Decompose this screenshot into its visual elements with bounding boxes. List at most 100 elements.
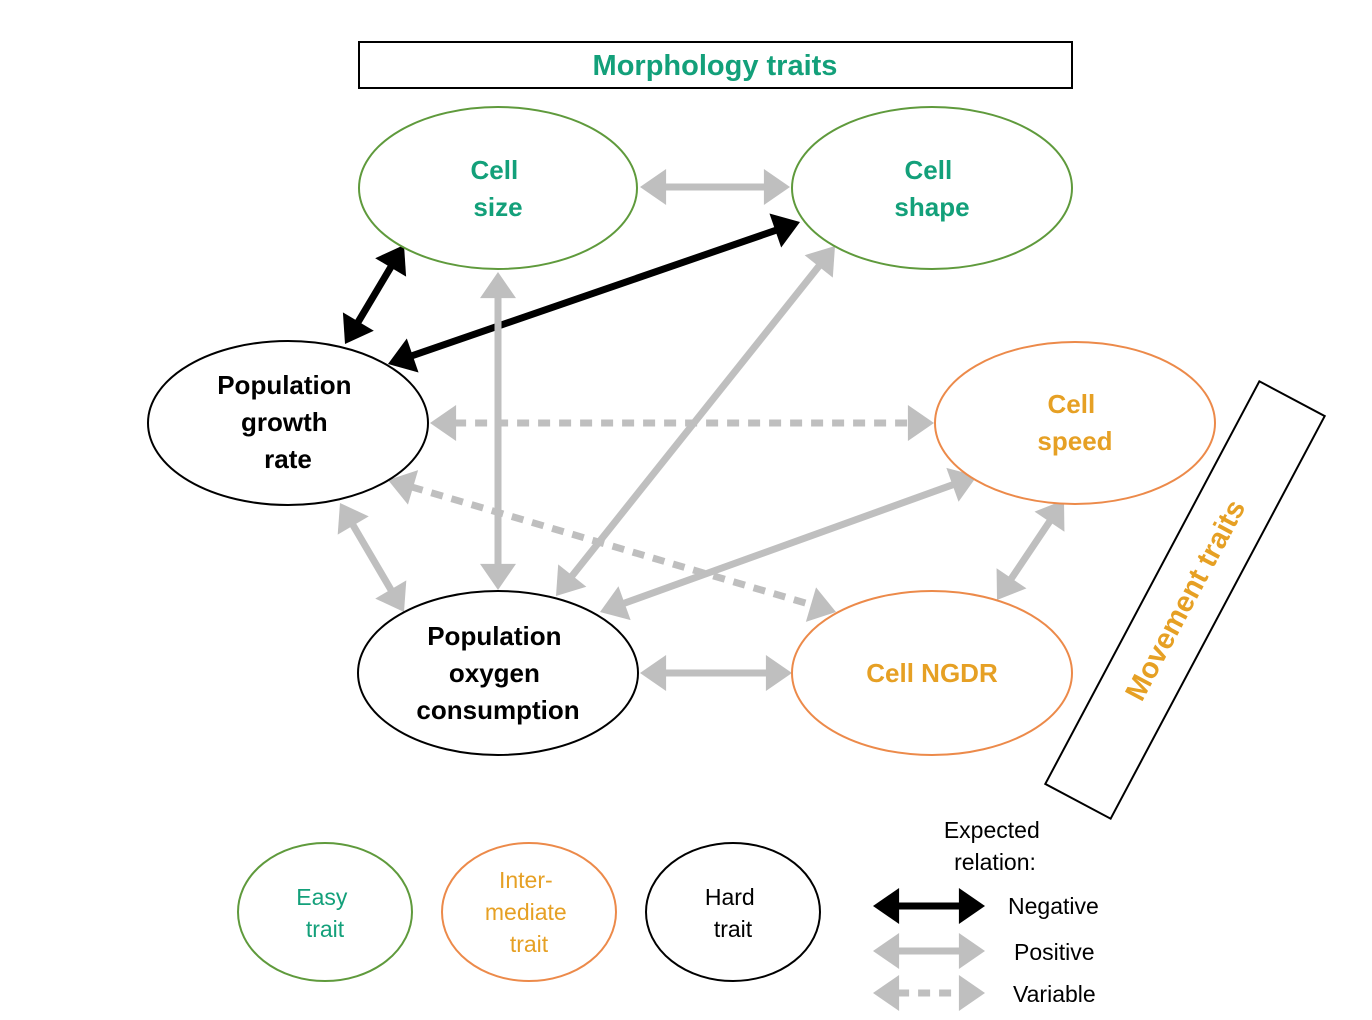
legend-easy-label-2: trait	[306, 916, 345, 942]
legend-easy-label-1: Easy	[296, 884, 348, 910]
cell-size-label-1: Cell	[471, 155, 519, 185]
svg-text:Expected relation:: Expected relation:	[944, 817, 1046, 875]
svg-text:Inter- mediate: Inter- mediate trait	[485, 867, 573, 957]
legend-intermediate-label-2: mediate	[485, 899, 567, 925]
legend-easy-ellipse	[237, 842, 413, 982]
legend-positive-arrow-head-end	[958, 933, 985, 969]
relation-arrow-growth-cell-shape	[388, 213, 800, 373]
morphology-traits-frame	[358, 41, 1073, 89]
legend-positive-label: Positive	[1014, 939, 1095, 965]
trait-nodes: Cell size Cell shape Population growth r…	[147, 106, 1216, 756]
relation-arrow-growth-oxygen-head-start	[337, 503, 369, 535]
node-population-oxygen-consumption: Population oxygen consumption	[357, 590, 639, 756]
morphology-traits-label: Morphology traits	[593, 50, 838, 82]
legend-negative-label: Negative	[1008, 893, 1099, 919]
relation-arrow-cell-speed-ngdr-head-start	[1034, 500, 1065, 532]
relation-arrow-oxygen-ngdr-head-end	[765, 655, 792, 691]
legend-variable-label: Variable	[1013, 981, 1096, 1007]
relation-arrow-growth-cell-speed-head-start	[430, 405, 457, 441]
relation-arrow-oxygen-cell-speed-shaft	[621, 480, 956, 608]
legend-variable-arrow-head-end	[958, 975, 985, 1011]
svg-text:Cell size: Cell size	[471, 155, 526, 222]
relation-arrow-growth-cell-shape-head-start	[388, 338, 419, 373]
svg-text:Cell shape: Cell shape	[894, 155, 969, 222]
svg-text:Easy trait: Easy trait	[296, 884, 354, 942]
movement-traits-frame	[1043, 379, 1327, 821]
relation-arrow-cell-size-cell-shape-head-end	[763, 169, 790, 205]
relation-arrow-oxygen-ngdr-head-start	[640, 655, 667, 691]
cell-size-label-2: size	[473, 192, 522, 222]
oxygen-consumption-ellipse	[357, 590, 639, 756]
movement-traits-label: Movement traits	[1120, 495, 1253, 706]
legend-variable-arrow-head-start	[873, 975, 900, 1011]
legend-relation-arrows	[873, 888, 985, 1011]
svg-text:Cell NGDR: Cell NGDR	[866, 658, 998, 688]
relation-arrows	[337, 169, 1065, 691]
cell-shape-label-1: Cell	[905, 155, 953, 185]
relation-arrow-cell-speed-ngdr	[996, 500, 1065, 600]
relation-arrow-growth-ngdr	[388, 470, 836, 622]
relation-arrow-growth-ngdr-head-start	[388, 470, 419, 505]
legend-negative-arrow-head-end	[958, 888, 985, 924]
relation-arrow-oxygen-ngdr	[640, 655, 792, 691]
svg-text:Hard trait: Hard trait	[705, 884, 761, 942]
relation-arrow-cell-size-oxygen	[480, 272, 516, 590]
legend-hard-label-1: Hard	[705, 884, 755, 910]
svg-text:Cell speed: Cell speed	[1037, 389, 1112, 456]
growth-rate-label-3: rate	[264, 444, 312, 474]
relation-arrow-growth-oxygen-shaft	[349, 522, 395, 593]
legend-intermediate-label-3: trait	[510, 931, 549, 957]
node-cell-size: Cell size	[358, 106, 638, 270]
cell-shape-label-2: shape	[894, 192, 969, 222]
relation-arrow-growth-ngdr-head-end	[805, 587, 836, 622]
oxygen-consumption-label-3: consumption	[416, 695, 579, 725]
relation-arrow-cell-speed-ngdr-shaft	[1007, 518, 1054, 582]
legend-negative-arrow	[873, 888, 985, 924]
oxygen-consumption-label-1: Population	[427, 621, 561, 651]
relation-arrow-growth-cell-speed	[430, 405, 934, 441]
legend-intermediate-trait: Inter- mediate trait	[441, 842, 617, 982]
legend-relation-title-1: Expected	[944, 817, 1040, 843]
legend-intermediate-ellipse	[441, 842, 617, 982]
growth-rate-ellipse	[147, 340, 429, 506]
legend-negative-arrow-head-start	[873, 888, 900, 924]
svg-text:Population oxygen: Population oxygen consumption	[416, 621, 579, 725]
cell-shape-ellipse	[791, 106, 1073, 270]
legend-trait-difficulty: Easy trait Inter- mediate trait Hard tra…	[237, 842, 821, 982]
legend-relation-title-2: relation:	[954, 849, 1036, 875]
node-cell-speed: Cell speed	[934, 341, 1216, 505]
relation-arrow-oxygen-cell-shape-head-end	[804, 246, 835, 278]
legend-intermediate-label-1: Inter-	[499, 867, 553, 893]
relation-arrow-cell-size-cell-shape	[640, 169, 790, 205]
relation-arrow-growth-cell-shape-head-end	[769, 213, 800, 248]
legend-variable-arrow	[873, 975, 985, 1011]
relation-arrow-growth-ngdr-shaft	[410, 483, 814, 609]
relation-arrow-growth-cell-speed-head-end	[907, 405, 934, 441]
growth-rate-label-1: Population	[217, 370, 351, 400]
relation-arrow-growth-cell-shape-shaft	[409, 226, 779, 360]
legend-easy-trait: Easy trait	[237, 842, 413, 982]
cell-speed-label-1: Cell	[1048, 389, 1096, 419]
cell-size-ellipse	[358, 106, 638, 270]
node-cell-shape: Cell shape	[791, 106, 1073, 270]
relation-arrow-cell-size-oxygen-head-start	[480, 272, 516, 299]
relation-arrow-cell-size-cell-shape-head-start	[640, 169, 667, 205]
relation-arrow-oxygen-cell-shape-head-start	[556, 564, 587, 596]
relation-arrow-growth-cell-size	[342, 245, 407, 344]
cell-ngdr-ellipse	[791, 590, 1073, 756]
relation-arrow-growth-oxygen-head-end	[375, 580, 407, 612]
svg-text:Population growth: Population growth rate	[217, 370, 359, 474]
legend-hard-ellipse	[645, 842, 821, 982]
cell-ngdr-label: Cell NGDR	[866, 658, 998, 688]
oxygen-consumption-label-2: oxygen	[449, 658, 540, 688]
legend-positive-arrow	[873, 933, 985, 969]
relation-arrow-oxygen-cell-speed-head-start	[600, 586, 631, 621]
cell-speed-label-2: speed	[1037, 426, 1112, 456]
legend-hard-label-2: trait	[714, 916, 753, 942]
relation-arrow-cell-speed-ngdr-head-end	[996, 568, 1027, 600]
legend-positive-arrow-head-start	[873, 933, 900, 969]
growth-rate-label-2: growth	[241, 407, 328, 437]
relation-arrow-growth-cell-size-head-start	[342, 312, 374, 344]
legend-expected-relation: Expected relation: Negative Positive Var…	[873, 817, 1099, 1011]
